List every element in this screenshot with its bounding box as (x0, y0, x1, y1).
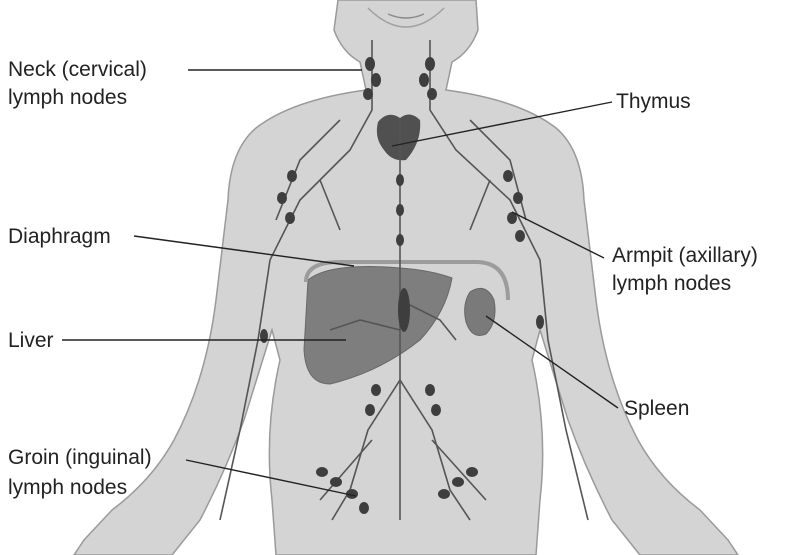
label-neck-lymph-nodes-line1: Neck (cervical) (8, 56, 147, 83)
label-spleen: Spleen (624, 395, 689, 422)
label-groin-lymph-nodes-line1: Groin (inguinal) (8, 444, 152, 471)
label-armpit-lymph-nodes-line2: lymph nodes (612, 270, 731, 297)
label-liver: Liver (8, 327, 54, 354)
label-diaphragm: Diaphragm (8, 223, 111, 250)
label-armpit-lymph-nodes-line1: Armpit (axillary) (612, 242, 758, 269)
label-groin-lymph-nodes-line2: lymph nodes (8, 474, 127, 501)
label-neck-lymph-nodes-line2: lymph nodes (8, 84, 127, 111)
label-thymus: Thymus (616, 88, 691, 115)
spleen (465, 288, 495, 335)
